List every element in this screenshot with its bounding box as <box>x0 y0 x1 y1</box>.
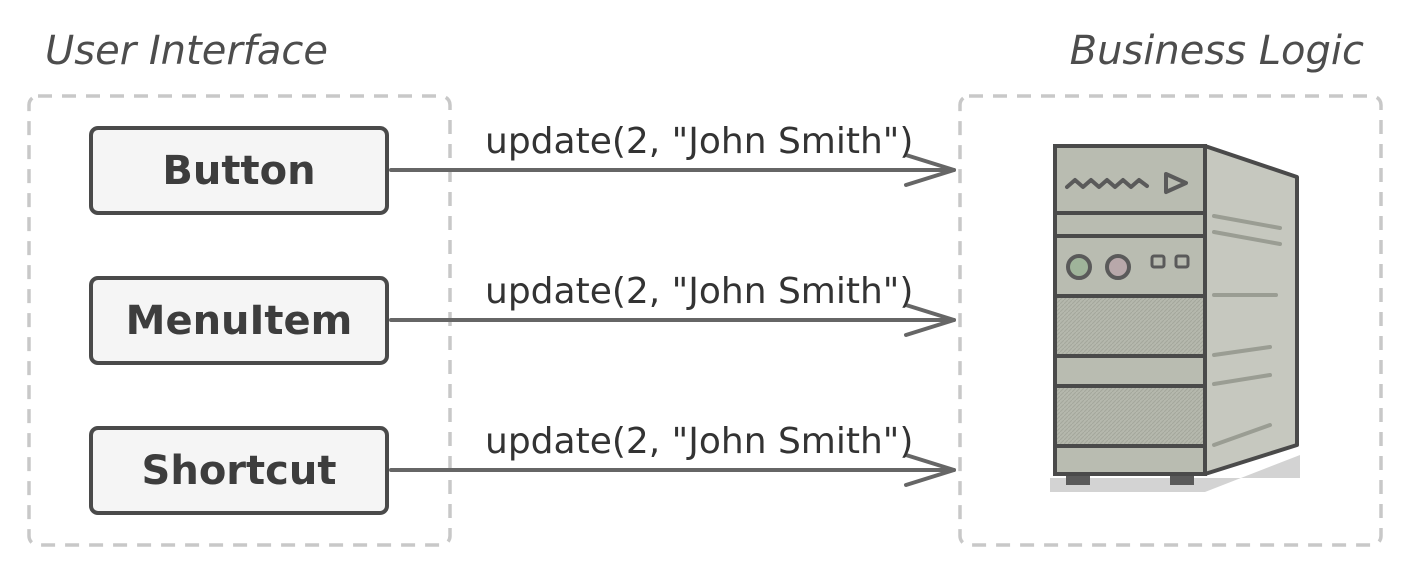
business-logic-group <box>958 94 1383 547</box>
user-interface-heading: User Interface <box>45 28 328 74</box>
arrow-menuitem-to-logic <box>389 303 956 337</box>
shortcut-call-label: update(2, "John Smith") <box>485 421 914 462</box>
menuitem-call-label: update(2, "John Smith") <box>485 271 914 312</box>
button-call-label: update(2, "John Smith") <box>485 121 914 162</box>
arrow-shortcut-to-logic <box>389 453 956 487</box>
button-box-label: Button <box>162 147 316 194</box>
shortcut-box: Shortcut <box>89 426 389 515</box>
server-tower-icon <box>1050 144 1300 492</box>
button-box: Button <box>89 126 389 215</box>
business-logic-heading: Business Logic <box>1069 28 1364 74</box>
shortcut-box-label: Shortcut <box>141 447 337 494</box>
menuitem-box-label: MenuItem <box>125 297 353 344</box>
arrow-button-to-logic <box>389 153 956 187</box>
menuitem-box: MenuItem <box>89 276 389 365</box>
